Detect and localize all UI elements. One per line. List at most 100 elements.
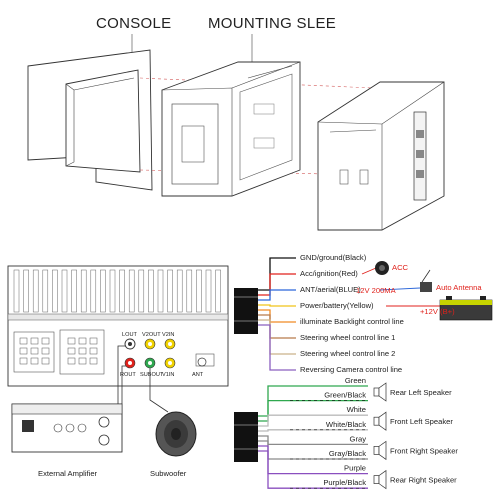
connector-pin <box>19 337 28 345</box>
subwoofer <box>155 411 197 457</box>
connector-pin <box>78 337 87 345</box>
speaker-wire: Green/Black <box>258 391 368 422</box>
port-label-v2out: V2OUT <box>142 332 161 338</box>
connector-pin <box>67 337 76 345</box>
heatsink-fin <box>215 269 221 313</box>
power-wire-label: GND/ground(Black) <box>300 253 367 262</box>
speaker-wire-label: White/Black <box>326 420 366 429</box>
connector-pin <box>19 347 28 355</box>
heatsink-fin <box>71 269 77 313</box>
power-wire-label: illuminate Backlight control line <box>300 317 404 326</box>
connector-pin <box>78 347 87 355</box>
connector-pin <box>41 357 50 365</box>
power-wire: ANT/aerial(BLUE) <box>258 285 361 301</box>
port-label-subout: SUBOUT <box>140 372 164 378</box>
speaker-wire-label: White <box>347 405 366 414</box>
speaker-wire-label: Gray <box>350 434 367 443</box>
rout-cable <box>121 365 126 420</box>
external-amplifier <box>11 403 123 453</box>
ant-port <box>197 357 207 367</box>
speaker-wire: Purple/Black <box>258 450 368 489</box>
speaker-icon <box>373 411 387 431</box>
acc-spec-label: 12V 200MA <box>356 286 397 295</box>
heatsink-fin <box>205 269 212 313</box>
heatsink-fin <box>42 269 49 313</box>
speaker-wire-label: Gray/Black <box>329 449 366 458</box>
head-unit <box>317 81 445 231</box>
heatsink-fin <box>148 269 154 313</box>
power-wire-line <box>258 324 296 371</box>
speaker-wire-line <box>258 414 368 427</box>
connector-pin <box>89 347 98 355</box>
heatsink-fin <box>52 269 58 313</box>
heatsink-fin <box>13 269 20 313</box>
power-wire-label: Steering wheel control line 2 <box>300 349 395 358</box>
speaker-wire-line <box>258 429 368 432</box>
antenna-connection-line <box>379 287 421 291</box>
connector-pin <box>30 357 39 365</box>
connector-pins <box>19 337 98 365</box>
battery-icon <box>439 296 493 321</box>
speaker-name-label: Rear Right Speaker <box>390 476 457 485</box>
port-label-v1in: V1IN <box>162 372 174 378</box>
console-title: CONSOLE <box>96 15 171 32</box>
speaker-wire: Gray <box>258 434 368 446</box>
speaker-name-label: Rear Left Speaker <box>390 388 452 397</box>
power-harness-connector <box>234 288 258 334</box>
connector-pin <box>89 357 98 365</box>
lout-cable <box>117 345 126 420</box>
console-frame <box>27 49 153 191</box>
heatsink-fin <box>176 269 183 313</box>
power-wire: illuminate Backlight control line <box>258 309 404 326</box>
auto-antenna-icon <box>420 269 432 292</box>
speaker-harness-connector <box>234 412 258 462</box>
power-wire-label: ANT/aerial(BLUE) <box>300 285 361 294</box>
heatsink-fin <box>80 269 87 313</box>
speaker-name-label: Front Right Speaker <box>390 446 458 455</box>
heatsink-fin <box>128 269 135 313</box>
speaker-icon <box>373 382 387 402</box>
heatsink-fin <box>32 269 39 313</box>
connector-pin <box>30 347 39 355</box>
power-wire-line <box>258 273 296 296</box>
power-wire-line <box>258 314 296 339</box>
speaker-name-label: Front Left Speaker <box>390 417 453 426</box>
speaker-wire-list: GreenGreen/BlackWhiteWhite/BlackGrayGray… <box>258 376 458 490</box>
connector-pin <box>67 347 76 355</box>
power-wire: Acc/ignition(Red) <box>258 269 358 296</box>
power-wire-label: Reversing Camera control line <box>300 365 402 374</box>
heatsink-fin <box>186 269 193 313</box>
speaker-wire-line <box>258 450 368 489</box>
connector-pin <box>67 357 76 365</box>
heatsink-fins <box>13 269 221 313</box>
heatsink-fin <box>196 269 202 313</box>
acc-switch <box>375 261 389 275</box>
heatsink-fin <box>100 269 106 313</box>
subwoofer-label: Subwoofer <box>150 469 187 478</box>
connector-pin <box>30 337 39 345</box>
speaker-icon <box>373 440 387 461</box>
heatsink-fin <box>167 269 173 313</box>
port-label-ant: ANT <box>192 372 204 378</box>
acc-label: ACC <box>392 263 409 272</box>
speaker-wire: Gray/Black <box>258 440 368 460</box>
power-wire-label: Steering wheel control line 1 <box>300 333 395 342</box>
speaker-wire: White <box>258 405 368 427</box>
port-label-lout: LOUT <box>122 332 138 338</box>
connector-pin <box>19 357 28 365</box>
power-wire-list: GND/ground(Black) Acc/ignition(Red) ANT/ae… <box>258 253 440 374</box>
mounting-sleeve <box>161 61 301 197</box>
speaker-icon <box>373 469 387 490</box>
power-wire-line <box>258 289 296 301</box>
speaker-wire: White/Black <box>258 420 368 432</box>
heatsink-fin <box>61 269 68 313</box>
auto-antenna-label: Auto Antenna <box>436 283 482 292</box>
acc-connection-line <box>361 267 377 275</box>
speaker-wire-line <box>258 399 368 422</box>
power-wire: Reversing Camera control line <box>258 324 402 374</box>
heatsink-fin <box>23 269 29 313</box>
speaker-wire-label: Green <box>345 376 366 385</box>
power-wire-label: Acc/ignition(Red) <box>300 269 358 278</box>
